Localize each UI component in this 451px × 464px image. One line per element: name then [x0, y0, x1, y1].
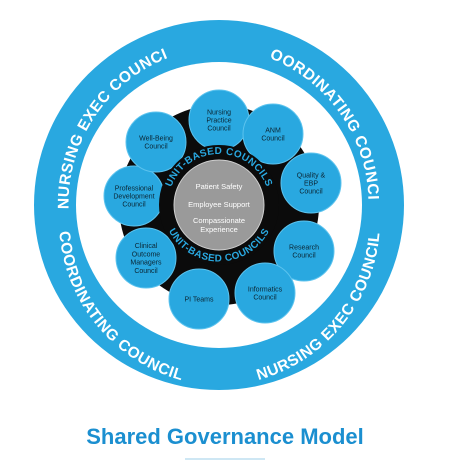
informatics-council-label-line: Council [253, 295, 277, 302]
quality-ebp-council-label-line: Council [299, 189, 323, 196]
anm-council-label-line: ANM [265, 127, 281, 134]
pi-teams-label-line: PI Teams [184, 297, 214, 304]
center-core [173, 159, 265, 251]
pi-teams: PI Teams [168, 268, 230, 330]
quality-ebp-council-label-line: Quality & [297, 172, 326, 179]
professional-development-council-label-line: Development [113, 194, 154, 201]
clinical-outcome-managers-council-label-line: Managers [130, 260, 162, 267]
center-line-employee-support: Employee Support [188, 200, 251, 209]
informatics-council-circle [234, 262, 296, 324]
pi-teams-label: PI Teams [184, 297, 214, 304]
well-being-council-label-line: Council [144, 144, 168, 151]
informatics-council-label-line: Informatics [248, 286, 283, 293]
anm-council-label-line: Council [261, 136, 285, 143]
center-line-experience: Experience [200, 225, 238, 234]
professional-development-council-label-line: Professional [115, 185, 154, 192]
center-focus-text: Patient Safety Employee Support Compassi… [188, 182, 251, 234]
clinical-outcome-managers-council-label-line: Outcome [132, 251, 161, 258]
center-line-compassionate: Compassionate [193, 216, 245, 225]
research-council-label-line: Council [292, 253, 316, 260]
clinical-outcome-managers-council-circle [115, 227, 177, 289]
center-line-patient-safety: Patient Safety [196, 182, 243, 191]
research-council-label-line: Research [289, 244, 319, 251]
nursing-practice-council-label-line: Nursing [207, 109, 231, 116]
model-title: Shared Governance Model [86, 424, 364, 449]
quality-ebp-council-label-line: EBP [304, 181, 318, 188]
nursing-practice-council-label-line: Council [207, 126, 231, 133]
clinical-outcome-managers-council-label-line: Council [134, 268, 158, 275]
professional-development-council-label-line: Council [122, 202, 146, 209]
well-being-council-circle [125, 111, 187, 173]
pi-teams-circle [168, 268, 230, 330]
well-being-council-label-line: Well-Being [139, 135, 173, 142]
anm-council-circle [242, 103, 304, 165]
clinical-outcome-managers-council-label-line: Clinical [135, 243, 158, 250]
anm-council: ANM Council [242, 103, 304, 165]
anm-council-label: ANM Council [261, 127, 285, 142]
quality-ebp-council-circle [280, 152, 342, 214]
research-council-circle [273, 220, 335, 282]
nursing-practice-council-label-line: Practice [206, 118, 231, 125]
